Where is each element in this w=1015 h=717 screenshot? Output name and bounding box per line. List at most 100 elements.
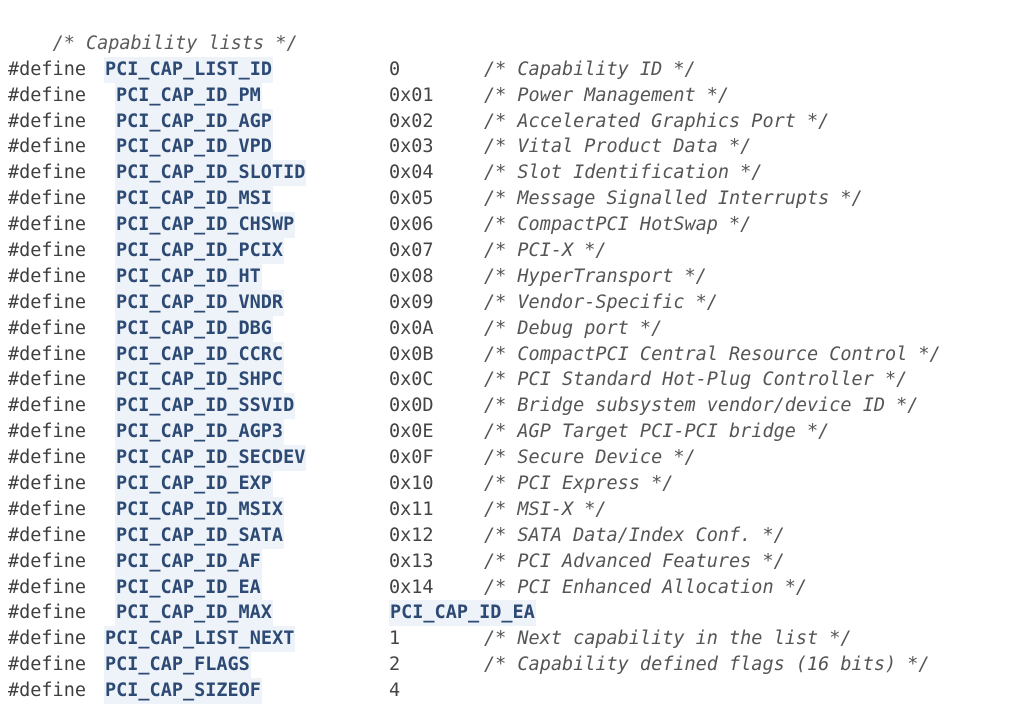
macro-name: PCI_CAP_ID_EXP (115, 471, 273, 497)
define-directive: #define (8, 524, 86, 546)
macro-comment: /* Capability defined flags (16 bits) */ (484, 654, 930, 676)
macro-name: PCI_CAP_ID_CHSWP (115, 212, 296, 239)
macro-value: 0 (389, 58, 401, 80)
macro-value: 0x0C (389, 369, 434, 391)
define-line: #define PCI_CAP_ID_DBG 0x0A /* Debug port *… (8, 315, 1008, 342)
define-directive: #define (8, 214, 86, 236)
define-directive: #define (8, 602, 86, 624)
macro-name: PCI_CAP_LIST_NEXT (104, 626, 296, 653)
macro-value: 0x0E (389, 421, 434, 443)
macro-name: PCI_CAP_ID_SHPC (115, 367, 285, 394)
define-directive: #define (8, 680, 86, 702)
define-line: #define PCI_CAP_ID_VNDR 0x09 /* Vendor-Spec… (8, 289, 1008, 316)
macro-name: PCI_CAP_ID_MSIX (115, 496, 285, 523)
macro-value: 0x12 (389, 524, 434, 546)
define-directive: #define (8, 110, 86, 132)
macro-comment: /* Vendor-Specific */ (484, 291, 718, 313)
macro-name: PCI_CAP_ID_MSI (115, 186, 273, 213)
macro-comment: /* CompactPCI Central Resource Control *… (484, 343, 941, 365)
macro-value: 0x01 (389, 84, 434, 106)
define-directive: #define (8, 343, 86, 365)
macro-name: PCI_CAP_ID_SECDEV (115, 445, 307, 472)
macro-comment: /* Message Signalled Interrupts */ (484, 188, 863, 210)
macro-comment: /* MSI-X */ (484, 498, 607, 520)
define-line: #define PCI_CAP_ID_MSIX 0x11 /* MSI-X */ (8, 496, 1008, 523)
macro-name: PCI_CAP_LIST_ID (104, 56, 274, 83)
define-directive: #define (8, 654, 86, 676)
macro-comment: /* Capability ID */ (484, 58, 696, 80)
define-line: #define PCI_CAP_ID_SECDEV 0x0F /* Secure De… (8, 445, 1008, 472)
macro-name: PCI_CAP_ID_AF (115, 548, 262, 575)
define-directive: #define (8, 265, 86, 287)
define-directive: #define (8, 58, 86, 80)
macro-comment: /* SATA Data/Index Conf. */ (484, 524, 785, 546)
macro-value: 0x04 (389, 162, 434, 184)
macro-value: 0x08 (389, 265, 434, 287)
define-line: #define PCI_CAP_LIST_ID 0 /* Capability ID … (8, 56, 1008, 83)
define-directive: #define (8, 188, 86, 210)
macro-value: 0x11 (389, 498, 434, 520)
macro-comment: /* HyperTransport */ (484, 265, 707, 287)
macro-name: PCI_CAP_ID_VNDR (115, 289, 285, 316)
macro-value: 0x09 (389, 291, 434, 313)
define-directive: #define (8, 369, 86, 391)
define-directive: #define (8, 84, 86, 106)
macro-comment: /* PCI Advanced Features */ (484, 550, 785, 572)
macro-name: PCI_CAP_ID_MAX (115, 600, 273, 627)
macro-comment: /* AGP Target PCI-PCI bridge */ (484, 421, 830, 443)
macro-name: PCI_CAP_ID_VPD (115, 134, 273, 161)
define-directive: #define (8, 317, 86, 339)
macro-name: PCI_CAP_ID_PM (115, 82, 262, 109)
blank-line (8, 31, 1008, 57)
macro-name: PCI_CAP_ID_PCIX (115, 238, 285, 264)
macro-name: PCI_CAP_FLAGS (104, 652, 251, 679)
macro-value: 0x0A (389, 317, 434, 339)
macro-value: 0x0D (389, 395, 434, 417)
macro-comment: /* Secure Device */ (484, 447, 696, 469)
define-line: #define PCI_CAP_ID_PM 0x01 /* Power Managem… (8, 82, 1008, 109)
macro-comment: /* Power Management */ (484, 84, 730, 106)
macro-value: 0x03 (389, 136, 434, 158)
define-directive: #define (8, 447, 86, 469)
define-line: #define PCI_CAP_ID_MSI 0x05 /* Message Sign… (8, 186, 1008, 213)
define-directive: #define (8, 628, 86, 650)
define-directive: #define (8, 395, 86, 417)
define-directive: #define (8, 291, 86, 313)
define-directive: #define (8, 162, 86, 184)
macro-comment: /* PCI Express */ (484, 473, 674, 495)
macro-name: PCI_CAP_ID_AGP3 (115, 419, 285, 446)
macro-comment: /* Next capability in the list */ (484, 628, 852, 650)
macro-comment: /* PCI Standard Hot-Plug Controller */ (484, 369, 908, 391)
macro-value: 0x0B (389, 343, 434, 365)
macro-value: 0x0F (389, 447, 434, 469)
macro-value: 0x14 (389, 576, 434, 598)
macro-value: 0x13 (389, 550, 434, 572)
define-directive: #define (8, 498, 86, 520)
macro-value: 0x05 (389, 188, 434, 210)
define-list: #define PCI_CAP_LIST_ID 0 /* Capability ID … (8, 56, 1008, 705)
macro-comment: /* Vital Product Data */ (484, 136, 752, 158)
macro-comment: /* PCI Enhanced Allocation */ (484, 576, 808, 598)
macro-name: PCI_CAP_ID_DBG (115, 315, 273, 342)
macro-comment: /* Debug port */ (484, 317, 663, 339)
header-comment-line: /* Capability lists */ (8, 5, 1008, 54)
macro-name: PCI_CAP_ID_AGP (115, 108, 273, 135)
macro-comment: /* Slot Identification */ (484, 162, 763, 184)
macro-name: PCI_CAP_ID_EA (115, 574, 262, 601)
macro-value: 0x10 (389, 473, 434, 495)
define-directive: #define (8, 421, 86, 443)
header-comment: /* Capability lists */ (52, 32, 298, 54)
define-directive: #define (8, 576, 86, 598)
